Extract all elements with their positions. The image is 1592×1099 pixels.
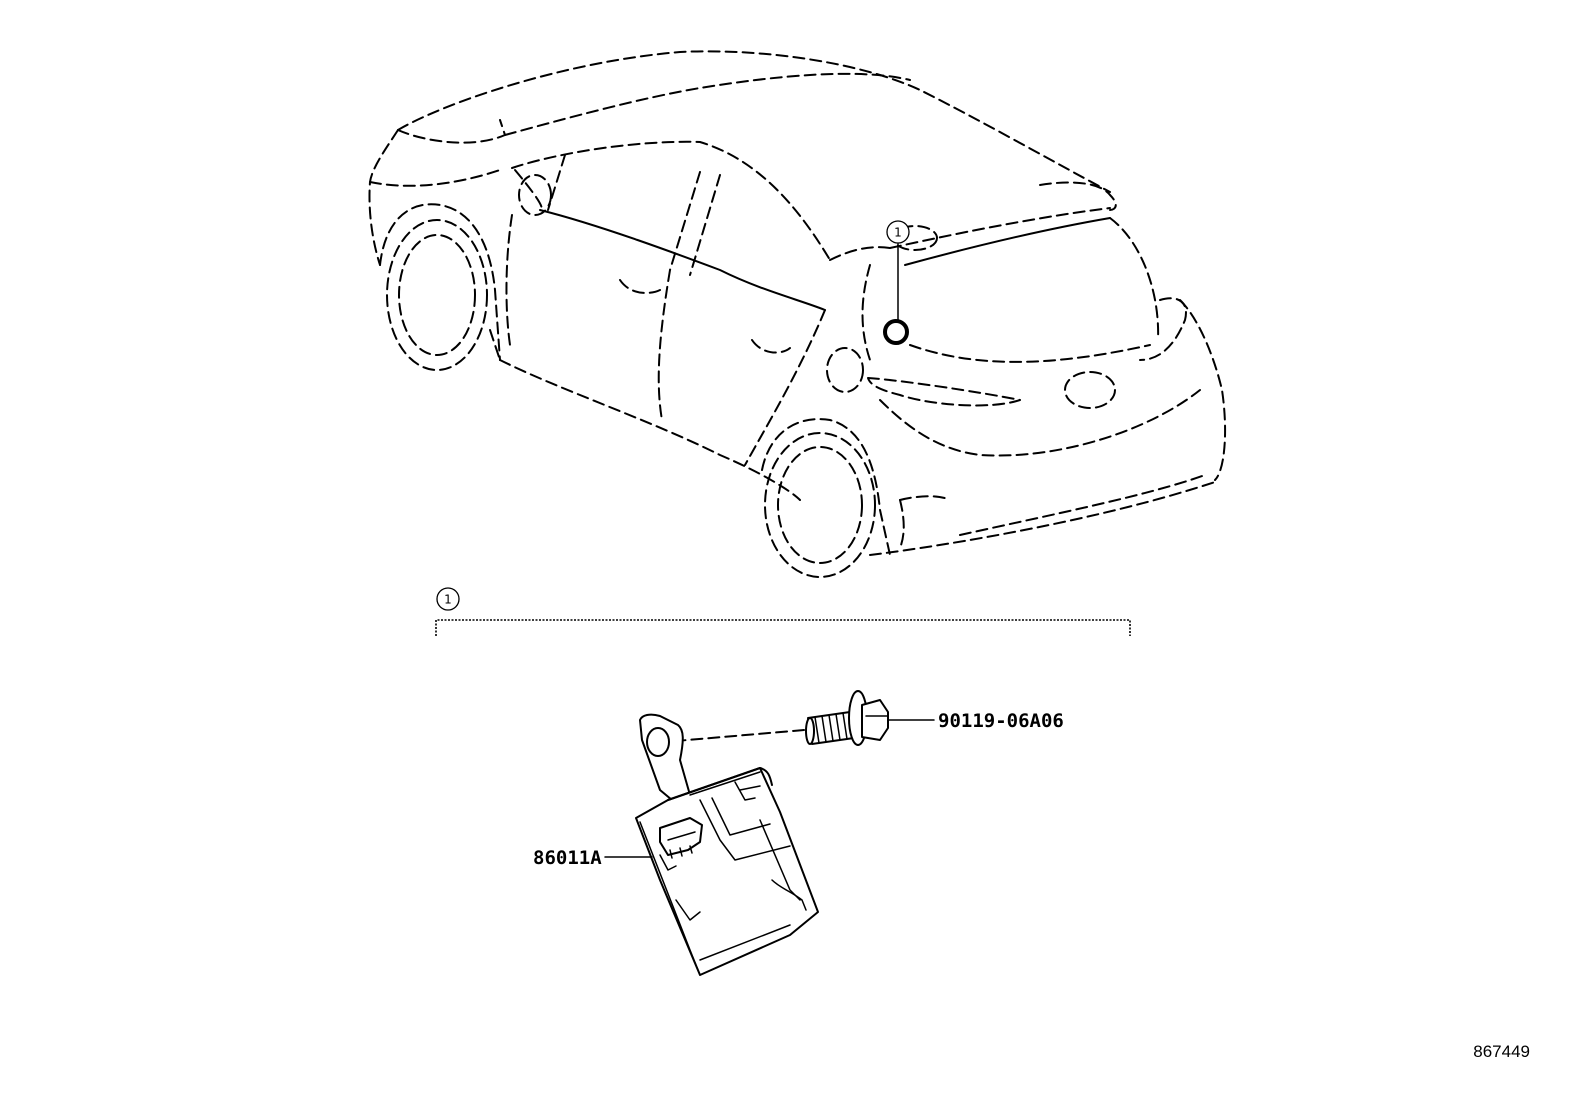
module-drawing [635,713,819,976]
part-number-bolt: 90119-06A06 [938,710,1064,732]
callout-1-car-number: 1 [894,226,902,240]
callout-1-car-marker: 1 [883,220,910,345]
part-number-module: 86011A [533,847,602,869]
callout-1-group-number: 1 [444,593,452,607]
illustration-id: 867449 [1473,1042,1530,1061]
group-bracket: 1 [435,587,1131,636]
vehicle-phantom-drawing [368,50,1227,578]
bolt-drawing [805,690,889,746]
installation-guide-line [675,729,805,742]
target-location-circle [883,319,909,345]
